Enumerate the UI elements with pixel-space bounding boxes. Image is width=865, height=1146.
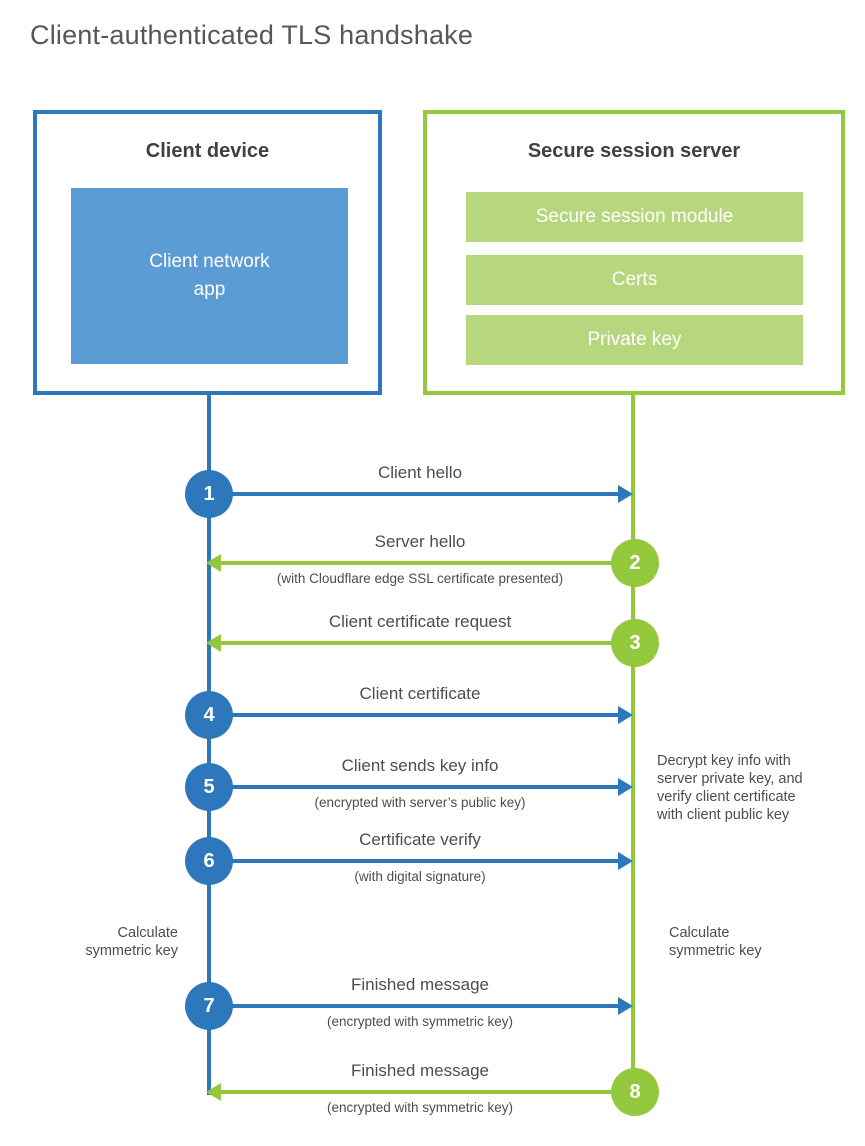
step-5-arrowhead-icon bbox=[618, 778, 633, 796]
note-calculate-symmetric-key-server: Calculate symmetric key bbox=[669, 925, 762, 959]
step-2-subtext: (with Cloudflare edge SSL certificate pr… bbox=[276, 571, 564, 586]
step-3-badge: 3 bbox=[611, 619, 659, 667]
module-bar-certs: Certs bbox=[466, 255, 803, 305]
step-3-line bbox=[221, 641, 635, 645]
step-5-line bbox=[209, 785, 618, 789]
step-4-arrowhead-icon bbox=[618, 706, 633, 724]
step-6-subtext: (with digital signature) bbox=[354, 869, 486, 884]
module-bar-private-key: Private key bbox=[466, 315, 803, 365]
step-7-line bbox=[209, 1004, 618, 1008]
step-5-subtext: (encrypted with server’s public key) bbox=[314, 795, 526, 810]
step-7-arrowhead-icon bbox=[618, 997, 633, 1015]
step-2-line bbox=[221, 561, 635, 565]
step-5-label: Client sends key info bbox=[341, 756, 499, 775]
note-decrypt-key-info: Decrypt key info with server private key… bbox=[657, 753, 803, 823]
step-7-subtext: (encrypted with symmetric key) bbox=[326, 1014, 514, 1029]
client-device-header: Client device bbox=[145, 140, 270, 162]
step-7-label: Finished message bbox=[351, 975, 489, 994]
secure-session-server-header: Secure session server bbox=[527, 140, 741, 162]
client-lifeline bbox=[207, 395, 211, 1095]
step-4-line bbox=[209, 713, 618, 717]
server-lifeline bbox=[631, 395, 635, 1116]
step-2-arrowhead-icon bbox=[206, 554, 221, 572]
note-calculate-symmetric-key-client: Calculate symmetric key bbox=[85, 925, 178, 959]
step-1-badge: 1 bbox=[185, 470, 233, 518]
step-8-arrowhead-icon bbox=[206, 1083, 221, 1101]
module-bar-secure-session-module: Secure session module bbox=[466, 192, 803, 242]
step-8-badge: 8 bbox=[611, 1068, 659, 1116]
step-3-arrowhead-icon bbox=[206, 634, 221, 652]
step-1-label: Client hello bbox=[377, 463, 463, 482]
step-3-label: Client certificate request bbox=[328, 612, 512, 631]
page-title: Client-authenticated TLS handshake bbox=[30, 20, 474, 50]
step-6-label: Certificate verify bbox=[359, 830, 481, 849]
step-4-badge: 4 bbox=[185, 691, 233, 739]
step-6-arrowhead-icon bbox=[618, 852, 633, 870]
step-2-badge: 2 bbox=[611, 539, 659, 587]
step-7-badge: 7 bbox=[185, 982, 233, 1030]
step-5-badge: 5 bbox=[185, 763, 233, 811]
step-2-label: Server hello bbox=[374, 532, 466, 551]
step-4-label: Client certificate bbox=[359, 684, 481, 703]
secure-session-server-box: Secure session server Secure session mod… bbox=[423, 110, 845, 395]
step-1-line bbox=[209, 492, 618, 496]
step-6-badge: 6 bbox=[185, 837, 233, 885]
step-8-line bbox=[221, 1090, 635, 1094]
client-device-box: Client device Client network app bbox=[33, 110, 382, 395]
step-1-arrowhead-icon bbox=[618, 485, 633, 503]
step-6-line bbox=[209, 859, 618, 863]
client-network-app-box: Client network app bbox=[71, 188, 348, 364]
step-8-subtext: (encrypted with symmetric key) bbox=[326, 1100, 514, 1115]
step-8-label: Finished message bbox=[351, 1061, 489, 1080]
